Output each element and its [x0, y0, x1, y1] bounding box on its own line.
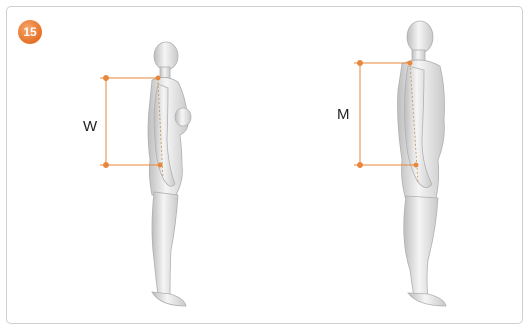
female-figure [148, 42, 191, 306]
male-measure-label: M [337, 106, 350, 123]
male-figure [398, 21, 447, 306]
female-measure-label: W [83, 118, 97, 135]
